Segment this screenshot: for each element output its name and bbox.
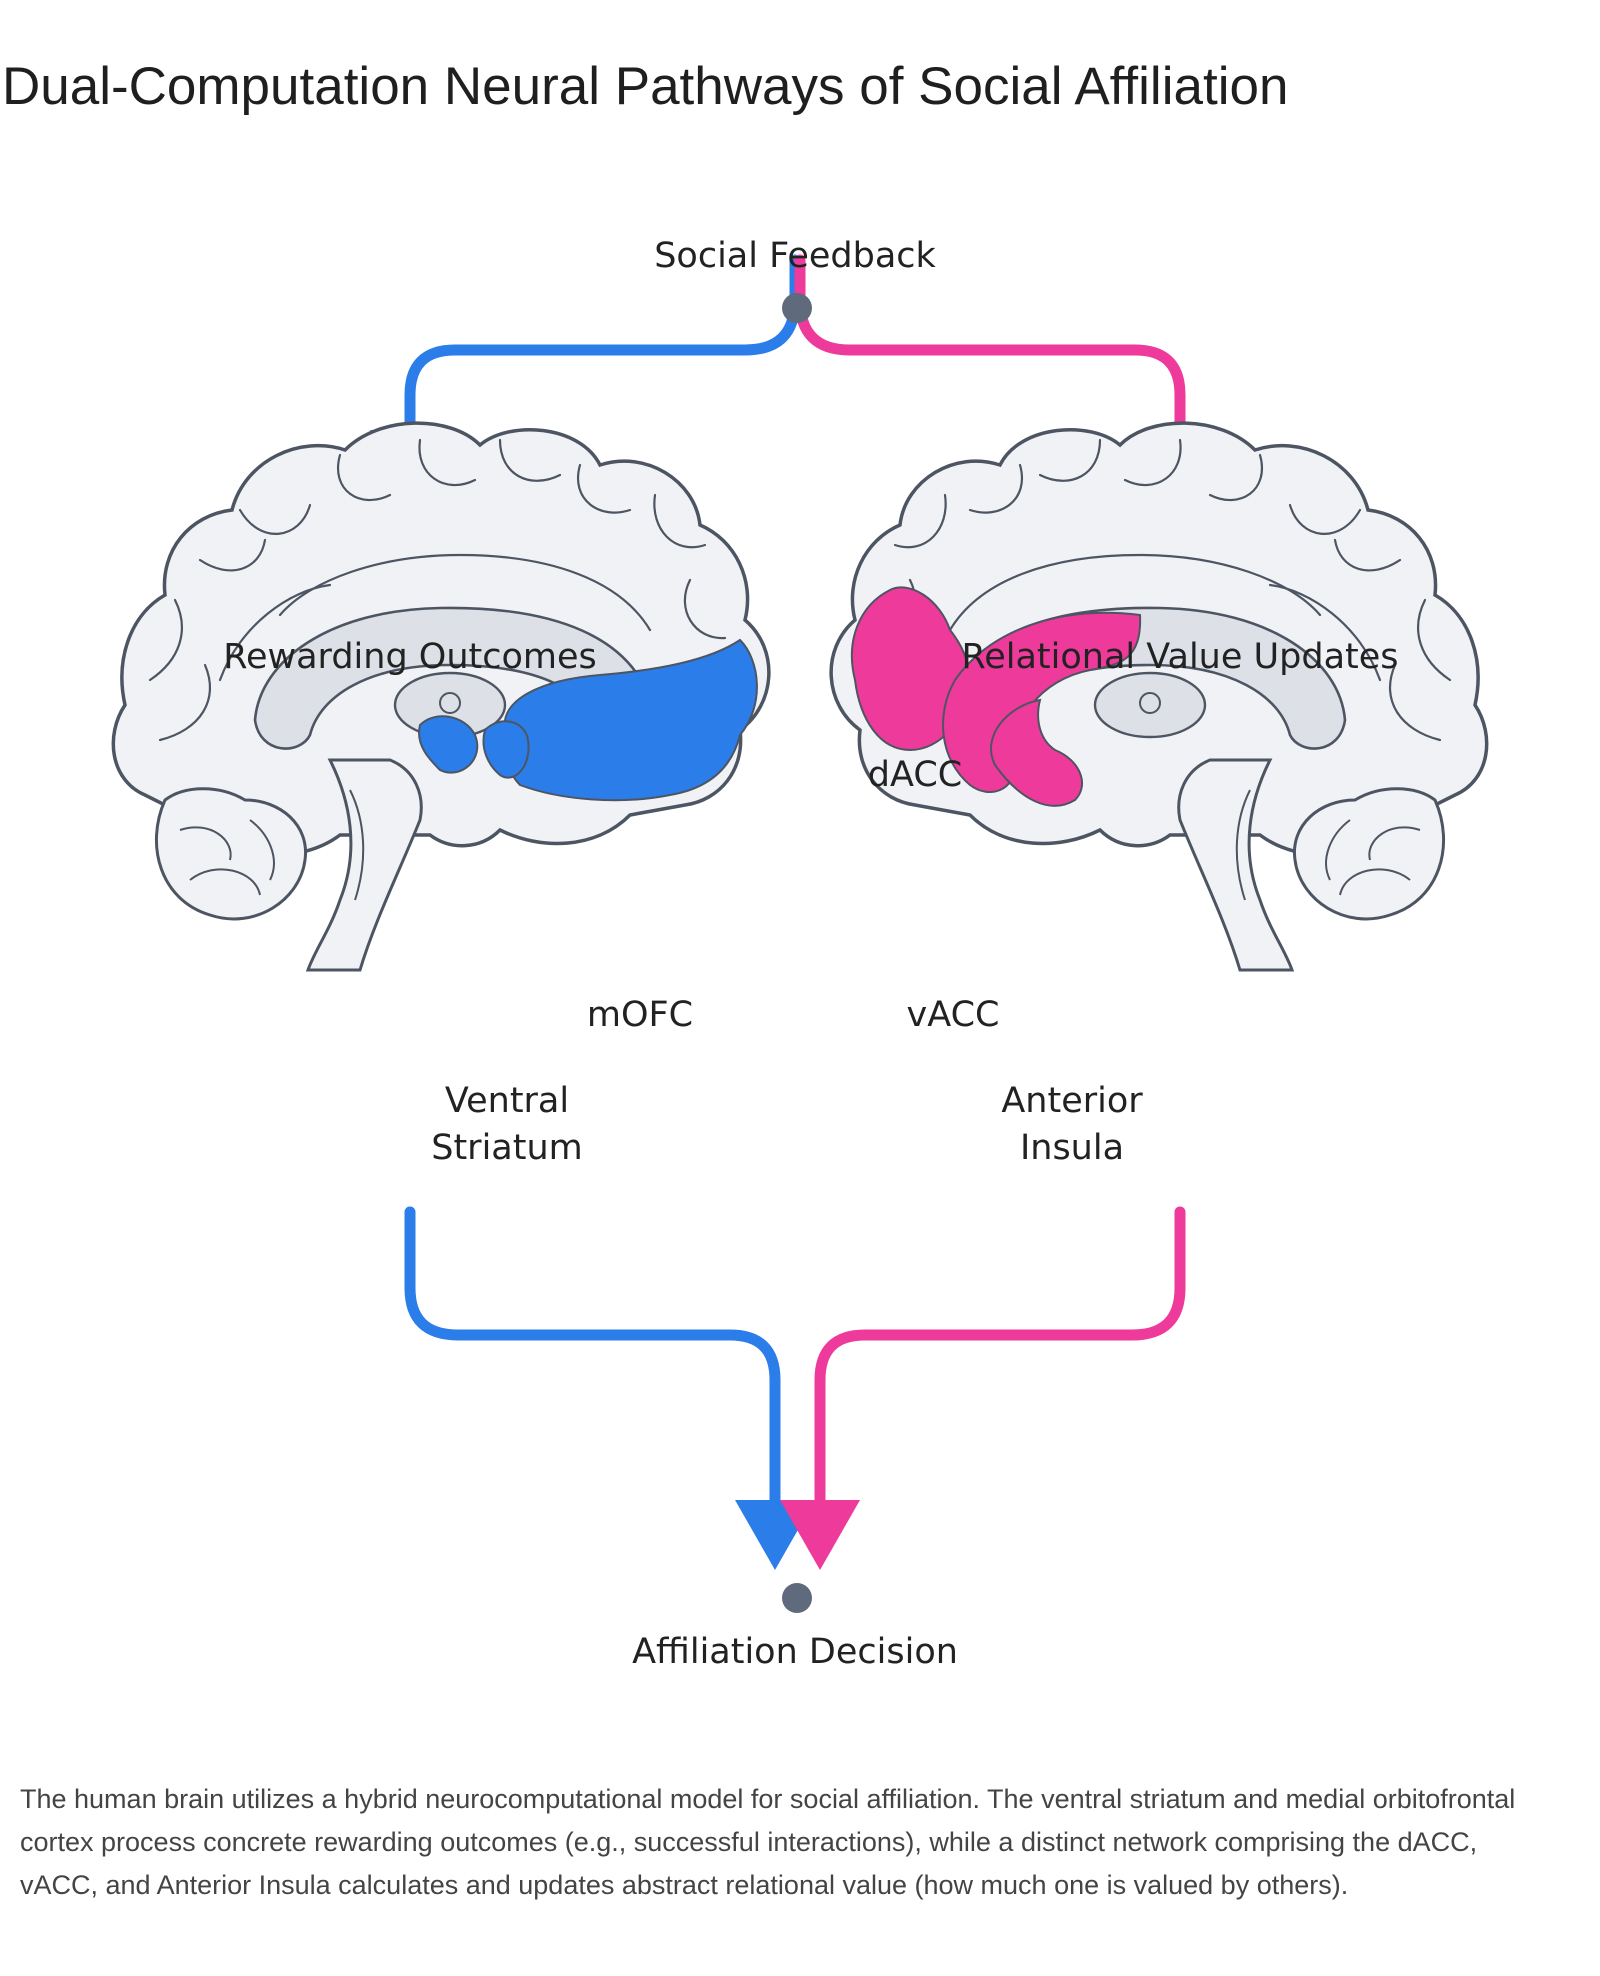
left-brain-illustration: [111, 421, 771, 972]
vacc-label: vACC: [907, 995, 1000, 1035]
ventral-striatum-region: [418, 715, 530, 779]
rewarding-merge-arrow: [404, 1206, 781, 1516]
page-title: Dual-Computation Neural Pathways of Soci…: [2, 57, 1289, 116]
figure-caption: The human brain utilizes a hybrid neuroc…: [20, 1784, 1516, 1900]
ventral-label: Ventral: [445, 1081, 569, 1121]
insula-label: Insula: [1020, 1128, 1124, 1168]
vacc-region: [990, 698, 1084, 807]
rewarding-branch-arrow: [404, 254, 801, 448]
mofc-label: mOFC: [587, 995, 693, 1035]
affiliation-decision-node: [782, 1583, 812, 1613]
social-feedback-node: [782, 293, 812, 323]
right-brain-illustration: [829, 421, 1489, 972]
affiliation-decision-label: Affiliation Decision: [632, 1632, 958, 1672]
anterior-label: Anterior: [1001, 1081, 1143, 1121]
striatum-label: Striatum: [431, 1128, 583, 1168]
relational-merge-arrow: [814, 1206, 1186, 1516]
rewarding-outcomes-label: Rewarding Outcomes: [223, 637, 597, 677]
relational-value-label: Relational Value Updates: [961, 637, 1398, 677]
relational-branch-arrow: [794, 254, 1186, 448]
pathway-diagram: Social Feedback Rewarding Outcomes Relat…: [111, 236, 1489, 1672]
relational-merge-arrowhead: [780, 1500, 860, 1570]
dacc-label: dACC: [868, 755, 962, 795]
mofc-region: [503, 638, 758, 802]
social-feedback-label: Social Feedback: [654, 236, 936, 276]
